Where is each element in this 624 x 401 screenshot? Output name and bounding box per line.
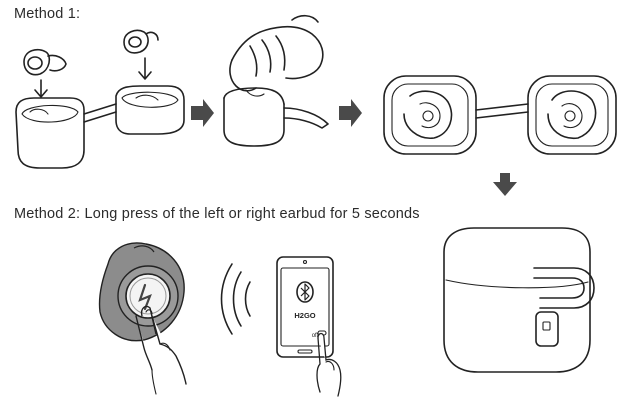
- open-case: [15, 85, 185, 169]
- earbud-right-small: [123, 29, 159, 54]
- step-2-close-case: [223, 14, 329, 147]
- step-arrow-2: [339, 99, 362, 127]
- h-logo-icon: [138, 283, 152, 311]
- step-3-case-top-view: [383, 75, 617, 155]
- method-2-heading: Method 2: Long press of the left or righ…: [14, 206, 420, 222]
- down-arrow-icon: [493, 173, 517, 196]
- insert-arrow-right: [138, 57, 152, 80]
- step-arrow-1: [191, 99, 214, 127]
- bluetooth-off-label: off: [312, 333, 319, 339]
- insert-arrow-left: [34, 79, 48, 98]
- bluetooth-device-label: H2GO: [294, 311, 315, 320]
- method-2-earbud-press: [98, 242, 187, 395]
- phone: H2GO off: [276, 256, 342, 397]
- earbud-left-small: [23, 48, 67, 76]
- step-4-closed-case: [443, 227, 595, 373]
- method-1-heading: Method 1:: [14, 6, 81, 22]
- signal-waves-icon: [220, 263, 251, 335]
- bluetooth-icon: [296, 281, 314, 303]
- step-1-insert-earbuds: [15, 29, 185, 169]
